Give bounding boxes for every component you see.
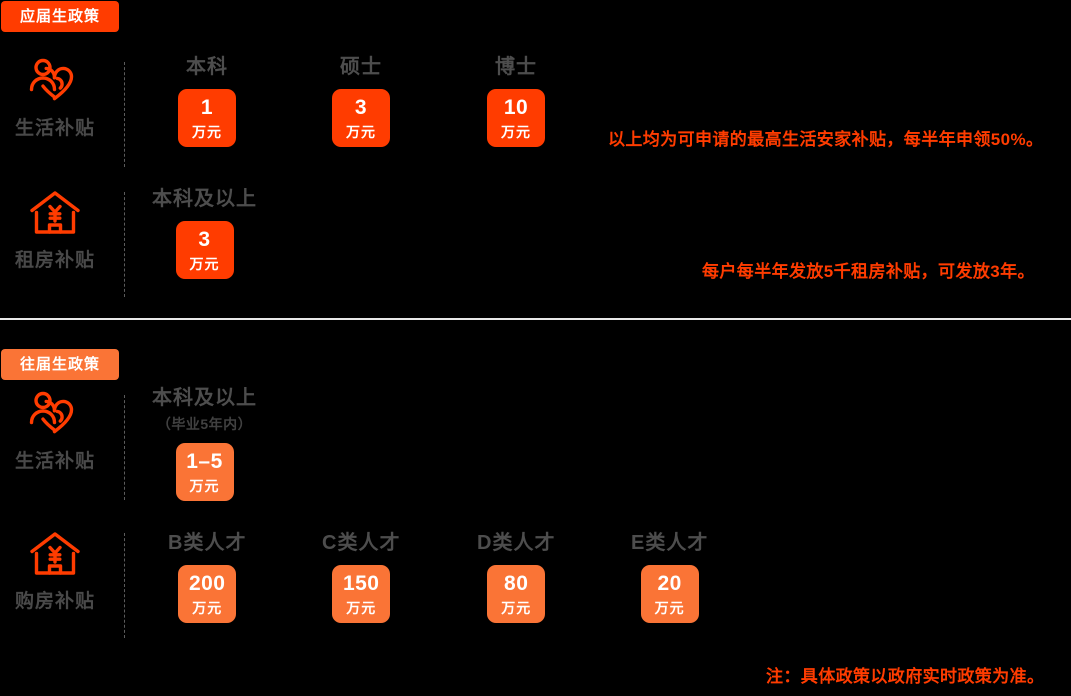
amount-unit: 万元 xyxy=(654,600,685,616)
amount-unit: 万元 xyxy=(189,256,220,272)
section-badge-past-graduate: 往届生政策 xyxy=(1,349,119,380)
cell-title: 博士 xyxy=(495,56,537,78)
cell-talent-b: B类人才 200 万元 xyxy=(168,533,246,623)
cell-title: B类人才 xyxy=(168,532,247,554)
dashed-divider xyxy=(124,395,125,500)
amount-value: 80 xyxy=(504,572,529,595)
cell-master-life: 硕士 3 万元 xyxy=(332,57,390,147)
cell-title: 硕士 xyxy=(340,56,382,78)
amount-value: 150 xyxy=(342,572,380,595)
cell-talent-d: D类人才 80 万元 xyxy=(477,533,555,623)
amount-chip: 20 万元 xyxy=(640,565,699,623)
amount-chip: 1 万元 xyxy=(178,89,236,147)
category-life-subsidy-fresh: 生活补贴 xyxy=(0,55,110,138)
cell-title: C类人才 xyxy=(322,532,401,554)
category-rent-subsidy-fresh: 租房补贴 xyxy=(0,187,110,270)
cell-title: 本科 xyxy=(186,56,228,78)
cell-bachelor-above-life-past: 本科及以上 （毕业5年内） 1–5 万元 xyxy=(152,388,257,501)
dashed-divider xyxy=(124,62,125,167)
category-life-subsidy-past: 生活补贴 xyxy=(0,388,110,471)
house-yuan-icon xyxy=(26,528,84,580)
cell-talent-c: C类人才 150 万元 xyxy=(322,533,400,623)
person-heart-icon xyxy=(26,388,84,440)
cell-title: 本科及以上 xyxy=(152,188,257,210)
amount-value: 1 xyxy=(200,96,214,119)
amount-value: 3 xyxy=(198,228,211,251)
amount-chip: 200 万元 xyxy=(178,565,237,623)
amount-chip: 3 万元 xyxy=(332,89,390,147)
category-home-purchase-subsidy: 购房补贴 xyxy=(0,528,110,611)
cell-talent-e: E类人才 20 万元 xyxy=(631,533,708,623)
amount-unit: 万元 xyxy=(192,600,223,616)
amount-chip: 80 万元 xyxy=(487,565,546,623)
cell-title: E类人才 xyxy=(631,532,709,554)
amount-value: 20 xyxy=(657,572,682,595)
category-label: 生活补贴 xyxy=(14,118,95,139)
amount-chip: 150 万元 xyxy=(332,565,391,623)
amount-unit: 万元 xyxy=(189,478,220,494)
dashed-divider xyxy=(124,533,125,638)
cell-subtitle: （毕业5年内） xyxy=(156,416,253,432)
amount-value: 3 xyxy=(354,96,368,119)
note-rent-subsidy: 每户每半年发放5千租房补贴，可发放3年。 xyxy=(702,262,1035,281)
section-divider xyxy=(0,318,1071,320)
amount-chip: 3 万元 xyxy=(175,221,234,279)
cell-title: D类人才 xyxy=(477,532,556,554)
cell-bachelor-life: 本科 1 万元 xyxy=(178,57,236,147)
dashed-divider xyxy=(124,192,125,297)
amount-value: 200 xyxy=(188,572,226,595)
cell-bachelor-above-rent: 本科及以上 3 万元 xyxy=(152,189,257,279)
amount-unit: 万元 xyxy=(346,600,377,616)
section-badge-fresh-graduate: 应届生政策 xyxy=(1,1,119,32)
amount-chip: 10 万元 xyxy=(487,89,545,147)
category-label: 生活补贴 xyxy=(14,451,95,472)
house-yuan-icon xyxy=(26,187,84,239)
amount-unit: 万元 xyxy=(192,124,222,140)
category-label: 购房补贴 xyxy=(14,591,95,612)
amount-unit: 万元 xyxy=(501,600,532,616)
cell-doctor-life: 博士 10 万元 xyxy=(487,57,545,147)
amount-chip: 1–5 万元 xyxy=(175,443,234,501)
footnote: 注：具体政策以政府实时政策为准。 xyxy=(766,667,1045,686)
person-heart-icon xyxy=(26,55,84,107)
amount-unit: 万元 xyxy=(346,124,376,140)
amount-value: 1–5 xyxy=(186,450,223,473)
amount-value: 10 xyxy=(503,96,529,119)
category-label: 租房补贴 xyxy=(14,250,95,271)
cell-title: 本科及以上 xyxy=(152,387,257,409)
amount-unit: 万元 xyxy=(501,124,531,140)
note-life-subsidy: 以上均为可申请的最高生活安家补贴，每半年申领50%。 xyxy=(608,130,1044,149)
